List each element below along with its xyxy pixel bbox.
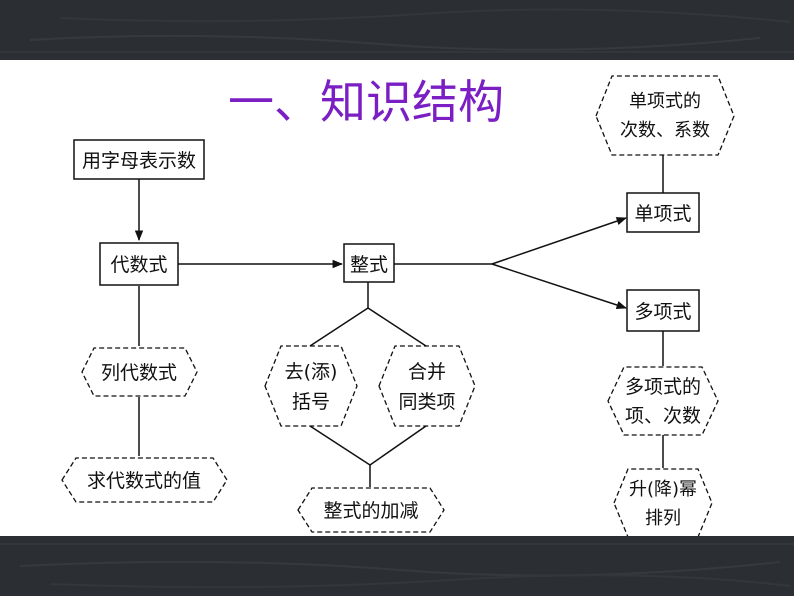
hex-combine-like-terms bbox=[378, 345, 476, 427]
hex-list-expression bbox=[81, 347, 198, 397]
node-polynomial-label: 整式 bbox=[350, 254, 388, 276]
connectors bbox=[134, 155, 664, 487]
hex-add-subtract-label: 整式的加减 bbox=[323, 500, 418, 522]
hex-monomial-degree bbox=[595, 75, 735, 156]
line-to-combine bbox=[367, 307, 427, 347]
hex-brackets bbox=[264, 345, 358, 427]
hex-brackets-line1: 去(添) bbox=[285, 361, 338, 383]
arrow-to-multinomial bbox=[491, 263, 627, 310]
hex-monomial-degree-line1: 单项式的 bbox=[629, 91, 701, 112]
node-multinomial-label: 多项式 bbox=[634, 301, 691, 323]
chalkboard-texture bbox=[0, 0, 794, 60]
hex-order-line2: 排列 bbox=[645, 508, 681, 529]
hex-multinomial-terms bbox=[607, 366, 719, 436]
hex-add-subtract bbox=[297, 487, 445, 533]
node-letters-for-numbers-label: 用字母表示数 bbox=[82, 150, 196, 172]
hex-order bbox=[613, 468, 713, 536]
hex-expression-value-label: 求代数式的值 bbox=[87, 470, 201, 492]
hex-multinomial-terms-line2: 项、次数 bbox=[625, 405, 701, 427]
page-title: 一、知识结构 bbox=[228, 75, 504, 129]
hex-expression-value bbox=[61, 457, 228, 503]
chalkboard-bottom-band bbox=[0, 536, 794, 596]
hex-list-expression-label: 列代数式 bbox=[101, 362, 177, 384]
slide-content: 一、知识结构 用字母表示数 代数式 bbox=[0, 60, 794, 536]
arrow-to-monomial bbox=[491, 217, 627, 265]
knowledge-structure-diagram: 一、知识结构 用字母表示数 代数式 bbox=[61, 75, 735, 536]
node-monomial: 单项式 bbox=[626, 192, 700, 233]
node-polynomial: 整式 bbox=[343, 243, 395, 283]
hex-monomial-degree-line2: 次数、系数 bbox=[620, 120, 710, 141]
node-algebraic-expression: 代数式 bbox=[99, 242, 179, 286]
hex-order-line1: 升(降)幂 bbox=[629, 479, 697, 500]
chalkboard-top-band bbox=[0, 0, 794, 60]
line-to-brackets bbox=[309, 307, 369, 347]
node-multinomial: 多项式 bbox=[626, 289, 700, 332]
chalkboard-texture-bottom bbox=[0, 536, 794, 596]
hex-combine-line2: 同类项 bbox=[398, 391, 455, 413]
node-algebraic-expression-label: 代数式 bbox=[110, 254, 167, 276]
node-letters-for-numbers: 用字母表示数 bbox=[73, 139, 205, 180]
line-brackets-merge bbox=[309, 425, 371, 466]
hex-combine-line1: 合并 bbox=[408, 361, 446, 383]
node-monomial-label: 单项式 bbox=[634, 203, 691, 225]
hex-multinomial-terms-line1: 多项式的 bbox=[625, 376, 701, 398]
line-combine-merge bbox=[369, 425, 427, 466]
hex-brackets-line2: 括号 bbox=[292, 391, 330, 413]
